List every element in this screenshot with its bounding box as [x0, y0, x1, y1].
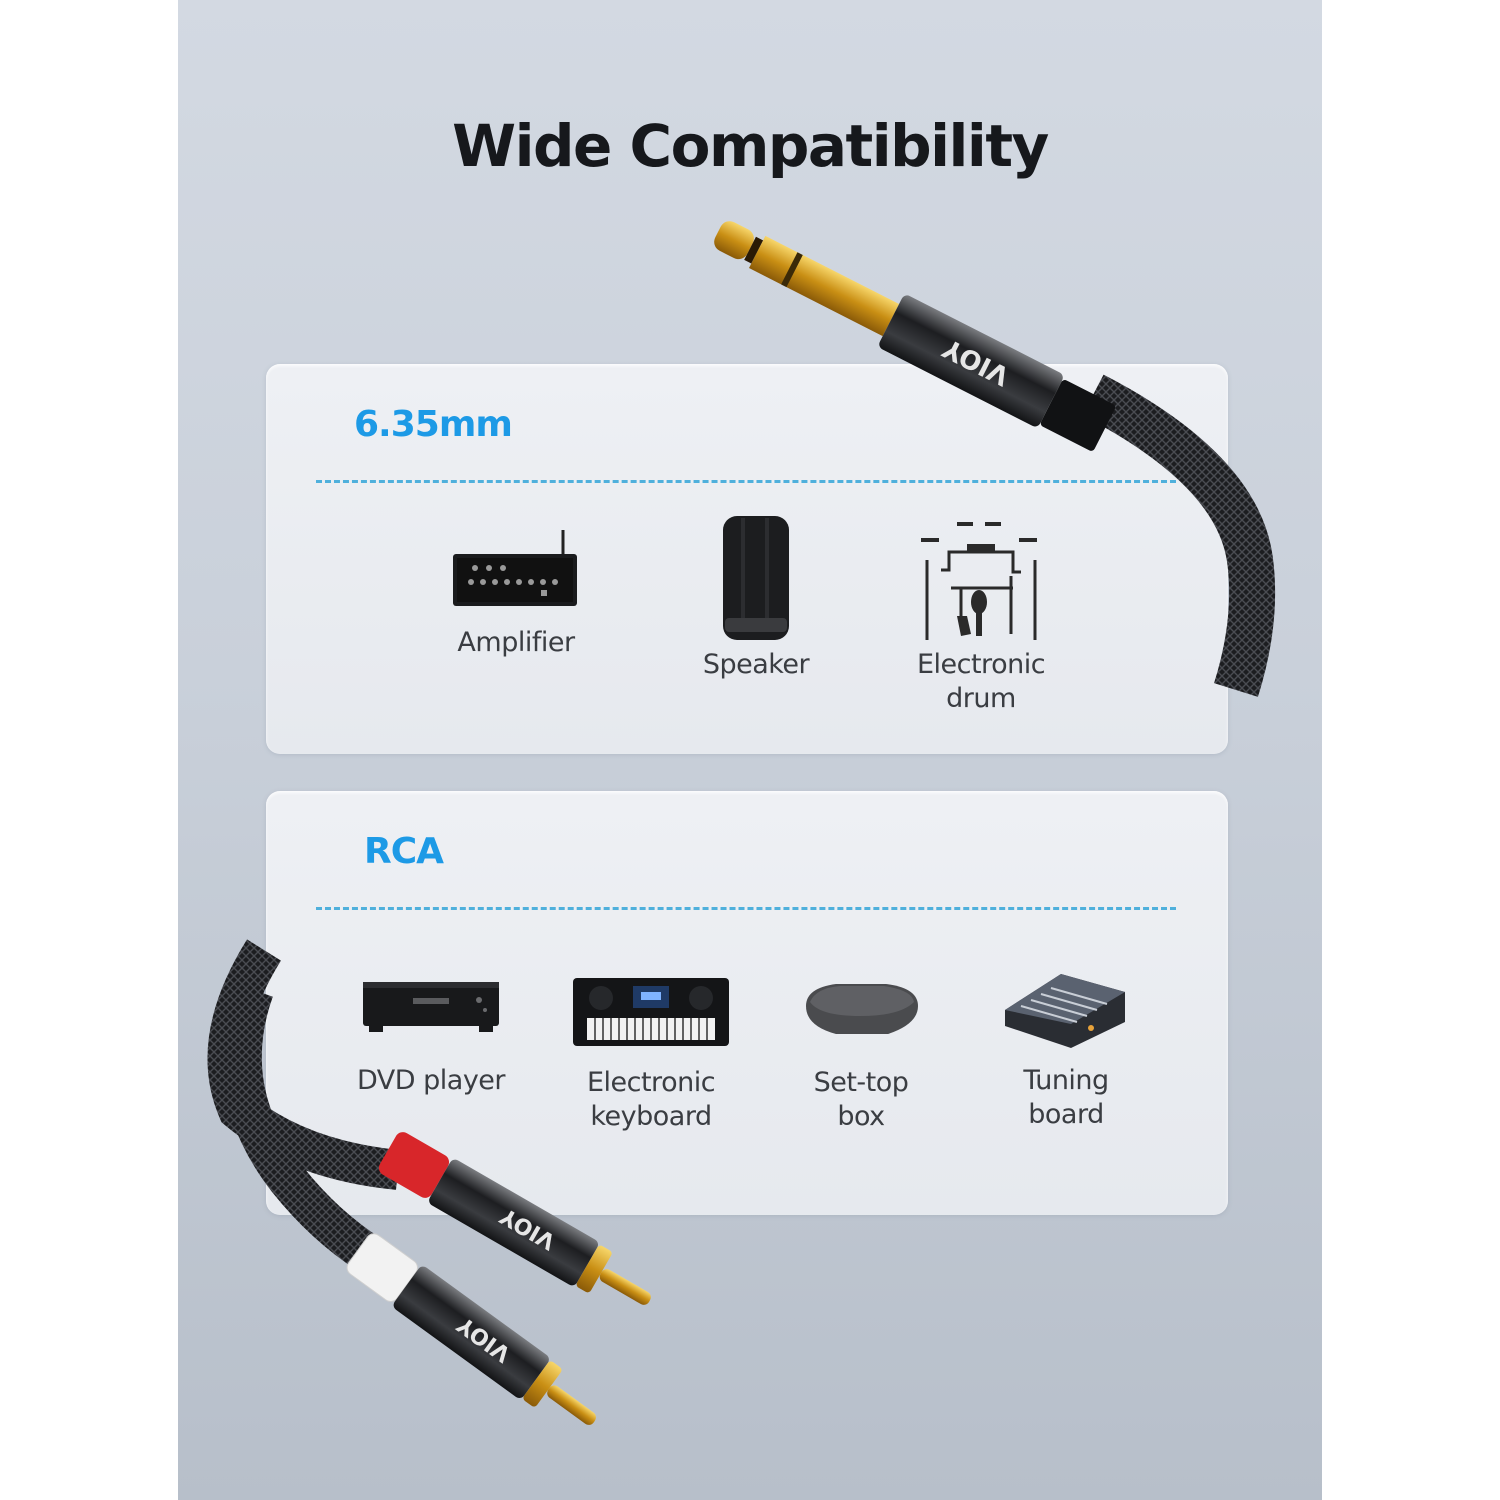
electronic-keyboard-icon [573, 978, 729, 1046]
set-top-box-icon [806, 984, 918, 1034]
device-amplifier: Amplifier [446, 524, 586, 660]
card-6-35mm: 6.35mm Amplifier [266, 364, 1228, 754]
device-electronic-keyboard: Electronic keyboard [566, 976, 736, 1134]
page-title: Wide Compatibility [452, 112, 1049, 180]
dvd-player-icon [363, 982, 499, 1032]
device-label: Electronic drum [916, 649, 1046, 714]
device-label: DVD player [356, 1065, 506, 1096]
device-label: Set-top box [813, 1067, 909, 1132]
product-panel: Wide Compatibility 6.35mm Amplifier [178, 0, 1322, 1500]
device-electronic-drum: Electronic drum [906, 516, 1056, 716]
divider [316, 907, 1176, 910]
device-label: Speaker [702, 649, 810, 680]
card-rca: RCA DVD player [266, 791, 1228, 1215]
device-speaker: Speaker [691, 514, 821, 682]
device-label: Electronic keyboard [586, 1067, 716, 1132]
device-dvd-player: DVD player [356, 976, 506, 1098]
device-set-top-box: Set-top box [791, 976, 931, 1134]
device-label: Tuning board [1023, 1065, 1109, 1130]
amplifier-icon [453, 530, 577, 606]
device-tuning-board: Tuning board [991, 966, 1141, 1132]
speaker-icon [723, 516, 789, 640]
tuning-board-icon [1005, 974, 1125, 1048]
electronic-drum-icon [921, 522, 1037, 640]
device-label: Amplifier [457, 627, 575, 658]
divider [316, 480, 1176, 483]
section-label-rca: RCA [364, 831, 444, 872]
section-label-6-35mm: 6.35mm [354, 404, 513, 445]
svg-text:VIOY: VIOY [452, 1311, 515, 1367]
